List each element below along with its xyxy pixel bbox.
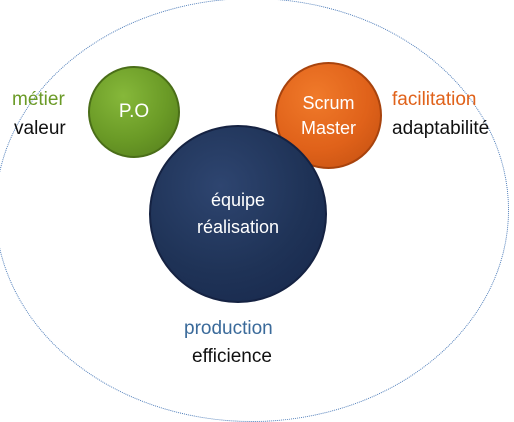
sm-value-label: adaptabilité: [392, 118, 490, 139]
po-focus-label: métier: [12, 89, 65, 110]
po-node: P.O: [88, 66, 180, 158]
team-node: équipe réalisation: [149, 125, 327, 303]
scrum-master-label-line1: Scrum: [302, 92, 355, 113]
sm-focus-label: facilitation: [392, 89, 477, 110]
team-label-line2: réalisation: [196, 217, 280, 237]
po-value-label: valeur: [14, 118, 66, 139]
team-value-label: efficience: [192, 346, 272, 367]
team-label-line1: équipe: [210, 190, 266, 210]
scrum-master-label-line2: Master: [300, 117, 356, 138]
scrum-master-node: Scrum Master: [275, 62, 382, 169]
team-focus-label: production: [184, 318, 273, 339]
po-node-label: P.O: [118, 101, 150, 122]
